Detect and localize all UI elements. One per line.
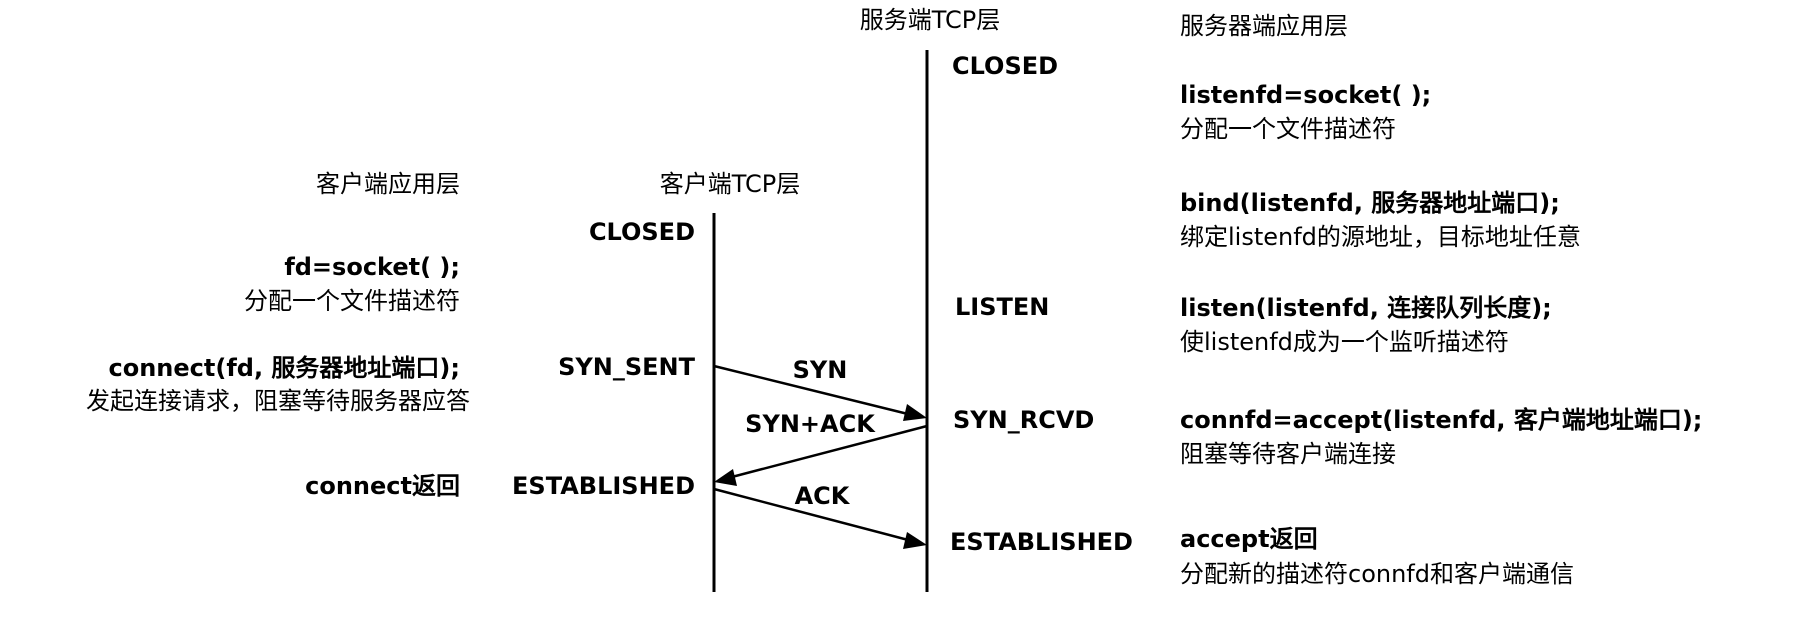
client-state-closed: CLOSED: [589, 218, 695, 246]
syn-ack-arrowhead: [714, 469, 737, 486]
server-accept-return: accept返回: [1180, 525, 1318, 553]
server-state-closed: CLOSED: [952, 52, 1058, 80]
server-accept-return-desc: 分配新的描述符connfd和客户端通信: [1180, 560, 1574, 588]
syn-ack-arrow: [727, 424, 928, 480]
server-accept-call: connfd=accept(listenfd, 客户端地址端口);: [1180, 406, 1702, 434]
server-state-listen: LISTEN: [955, 293, 1049, 321]
ack-arrowhead: [903, 532, 927, 549]
server-listen-desc: 使listenfd成为一个监听描述符: [1180, 328, 1509, 356]
server-bind-desc: 绑定listenfd的源地址，目标地址任意: [1180, 223, 1581, 251]
client-tcp-header: 客户端TCP层: [660, 170, 800, 198]
server-state-syn-rcvd: SYN_RCVD: [953, 406, 1094, 434]
server-app-header: 服务器端应用层: [1180, 12, 1348, 40]
server-tcp-header: 服务端TCP层: [860, 6, 1000, 34]
syn-ack-label: SYN+ACK: [745, 410, 876, 438]
client-connect-desc: 发起连接请求，阻塞等待服务器应答: [86, 387, 470, 415]
server-socket-desc: 分配一个文件描述符: [1180, 115, 1396, 143]
server-state-established: ESTABLISHED: [950, 528, 1133, 556]
client-state-established: ESTABLISHED: [512, 472, 695, 500]
server-accept-desc: 阻塞等待客户端连接: [1180, 440, 1396, 468]
server-bind-call: bind(listenfd, 服务器地址端口);: [1180, 189, 1560, 217]
client-socket-desc: 分配一个文件描述符: [244, 287, 460, 315]
server-listen-call: listen(listenfd, 连接队列长度);: [1180, 294, 1552, 322]
client-state-syn-sent: SYN_SENT: [558, 353, 696, 381]
client-app-header: 客户端应用层: [316, 170, 460, 198]
syn-label: SYN: [793, 356, 848, 384]
syn-arrow: [713, 364, 913, 417]
server-socket-call: listenfd=socket( );: [1180, 81, 1431, 109]
syn-arrowhead: [903, 404, 927, 421]
ack-arrow: [713, 487, 913, 543]
client-connect-call: connect(fd, 服务器地址端口);: [109, 354, 461, 382]
ack-label: ACK: [795, 482, 851, 510]
client-socket-call: fd=socket( );: [284, 253, 460, 281]
client-connect-return: connect返回: [305, 472, 460, 500]
